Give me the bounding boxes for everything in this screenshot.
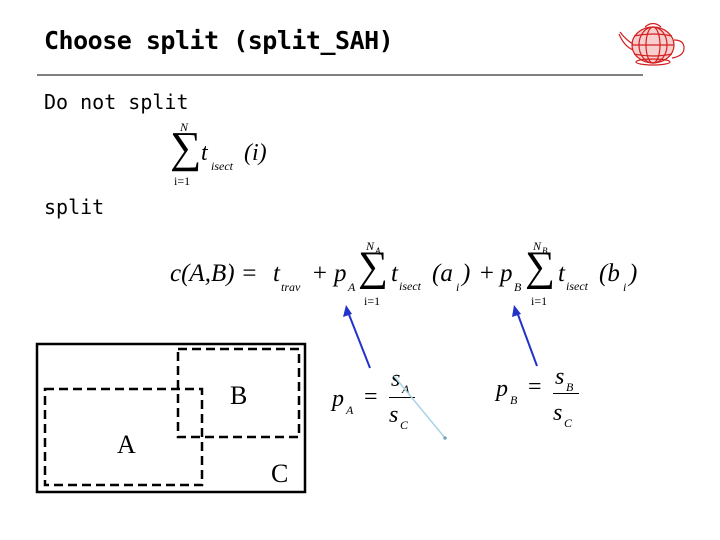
arg-a-close: ) <box>462 260 471 287</box>
arg-a: (a <box>432 260 453 287</box>
arg-b: (b <box>599 260 620 287</box>
plus-sign-2: + <box>472 260 502 287</box>
prob-b-equals: = <box>528 374 542 400</box>
label-b: B <box>230 381 248 410</box>
pointer-line <box>393 375 446 439</box>
time-term: t <box>201 140 208 166</box>
prob-a-denominator: s <box>389 402 399 428</box>
prob-a-term: p <box>334 260 347 287</box>
arrow-b <box>516 311 538 367</box>
box-a <box>43 387 204 487</box>
prob-a-lhs: p <box>332 386 344 412</box>
arg-a-subscript: i <box>456 280 460 294</box>
cost-lhs: c(A,B) = <box>170 260 264 287</box>
sum2-upper: N <box>533 239 542 253</box>
prob-a-lhs-subscript: A <box>346 403 354 417</box>
sum1-upper-subscript: A <box>375 246 381 256</box>
sum2-upper-subscript: B <box>542 246 548 256</box>
prob-b-numerator-subscript: B <box>566 380 574 394</box>
arrow-b-head <box>512 305 521 317</box>
title-divider <box>37 74 643 76</box>
sum-lower-limit: i=1 <box>174 174 191 188</box>
prob-a-denominator-subscript: C <box>400 418 409 432</box>
isect-term-a: t <box>391 260 398 287</box>
arg-b-subscript: i <box>623 280 627 294</box>
slide-title: Choose split (split_SAH) <box>44 26 394 55</box>
pointer-dot <box>443 436 447 440</box>
label-c: C <box>271 459 289 488</box>
sum1-lower: i=1 <box>364 294 381 308</box>
prob-b-numerator: s <box>555 364 565 390</box>
sum1-upper: N <box>366 239 375 253</box>
box-b <box>176 347 301 439</box>
no-split-label: Do not split <box>44 90 189 114</box>
prob-b-lhs: p <box>496 376 508 402</box>
time-term-subscript: isect <box>211 159 233 173</box>
prob-a-numerator-subscript: A <box>402 382 410 396</box>
sum2-lower: i=1 <box>531 294 548 308</box>
prob-a-subscript: A <box>348 280 356 294</box>
prob-b-subscript: B <box>514 280 522 294</box>
summation-symbol: ∑ <box>170 123 202 172</box>
prob-b-lhs-subscript: B <box>510 393 518 407</box>
prob-b-denominator-subscript: C <box>564 416 573 430</box>
isect-term-b: t <box>558 260 565 287</box>
prob-b-term: p <box>500 260 513 287</box>
prob-a-equals: = <box>364 384 378 410</box>
label-a: A <box>117 430 136 459</box>
trav-term: t <box>273 260 280 287</box>
plus-sign-1: + <box>305 260 335 287</box>
time-term-argument: (i) <box>244 140 267 166</box>
trav-subscript: trav <box>281 280 301 294</box>
split-label: split <box>44 195 105 219</box>
isect-term-a-subscript: isect <box>399 279 421 293</box>
isect-term-b-subscript: isect <box>566 279 588 293</box>
box-c <box>35 342 307 494</box>
arrow-a-head <box>343 305 352 317</box>
arg-b-close: ) <box>629 260 638 287</box>
arrow-a <box>347 311 371 369</box>
sum-upper-limit: N <box>180 120 189 134</box>
prob-b-fraction-bar <box>553 393 579 394</box>
summation-symbol-a: ∑ <box>358 244 388 290</box>
summation-symbol-b: ∑ <box>525 244 555 290</box>
prob-a-fraction-bar <box>389 397 415 398</box>
prob-b-denominator: s <box>553 400 563 426</box>
